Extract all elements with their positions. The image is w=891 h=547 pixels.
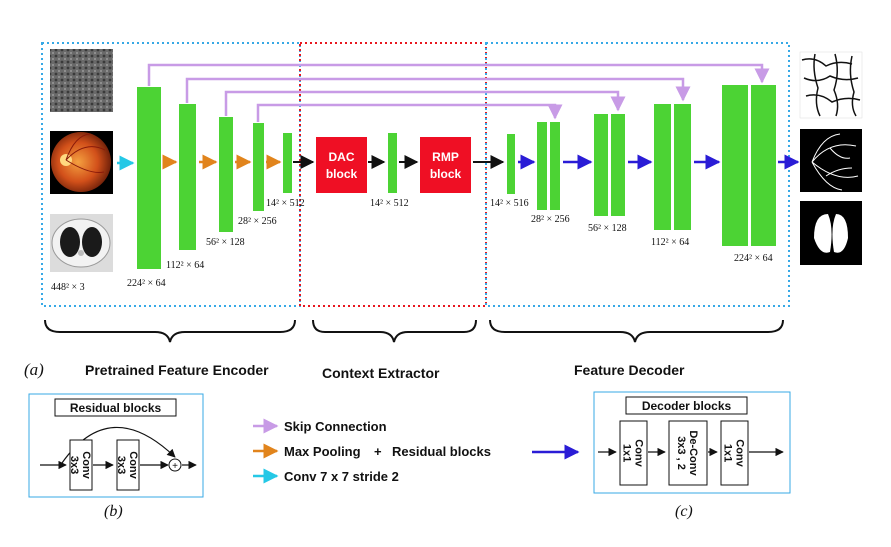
residual-conv2-line2: 3x3: [115, 456, 127, 474]
skip-connection-2: [185, 77, 691, 103]
residual-sum-node: [168, 458, 182, 472]
residual-sum-plus: +: [172, 461, 178, 472]
encoder-dim-4: 28² × 256: [238, 216, 277, 227]
decoder-box-deconv: [668, 420, 708, 486]
decoder-dim-5: 224² × 64: [734, 253, 773, 264]
dac-label-line1: DAC: [329, 150, 355, 164]
decoder-frame: [485, 42, 790, 307]
decoder-box-conv1-line2: 1x1: [621, 444, 633, 462]
skip-connection-1: [147, 63, 770, 86]
encoder-dim-3: 56² × 128: [206, 237, 245, 248]
residual-conv1: [69, 439, 93, 491]
dac-block: [316, 137, 367, 193]
decoder-box-conv2-line2: 1x1: [722, 444, 734, 462]
legend-residual-label: Residual blocks: [392, 444, 491, 459]
encoder-block-4: [253, 123, 264, 211]
decoder-block-3a: [594, 114, 608, 216]
legend-skip-label: Skip Connection: [284, 419, 387, 434]
context-title: Context Extractor: [322, 365, 440, 381]
output-images: [799, 51, 863, 265]
decoder-block-4b: [674, 104, 691, 230]
decoder-box-conv1: [619, 420, 648, 486]
residual-title-box: [54, 398, 177, 417]
panel-label-c: (c): [675, 503, 693, 520]
input-images: [50, 49, 113, 272]
encoder-dim-1: 224² × 64: [127, 278, 166, 289]
panel-label-a: (a): [24, 360, 44, 379]
residual-conv2-line1: Conv: [127, 451, 139, 479]
encoder-block-3: [219, 117, 233, 232]
legend-conv-label: Conv 7 x 7 stride 2: [284, 469, 399, 484]
decoder-box-conv2-line1: Conv: [734, 439, 746, 467]
decoder-block-2a: [537, 122, 547, 210]
skip-connection-4: [256, 103, 563, 122]
output-image-vessels: [800, 129, 862, 192]
decoder-title: Feature Decoder: [574, 362, 685, 378]
decoder-dim-3: 56² × 128: [588, 223, 627, 234]
decoder-box-deconv-line1: De-Conv: [687, 430, 699, 476]
context-brace: [312, 319, 477, 343]
decoder-brace: [489, 319, 784, 343]
encoder-block-2: [179, 104, 196, 250]
legend-plus: +: [374, 444, 382, 459]
decoder-block-2b: [550, 122, 560, 210]
decoder-panel: [593, 391, 791, 494]
decoder-title-box: [625, 396, 748, 415]
rmp-label-line2: block: [430, 167, 462, 181]
legend-maxpool-label: Max Pooling: [284, 444, 361, 459]
rmp-block: [420, 137, 471, 193]
skip-connections: [147, 63, 770, 122]
input-image-ct: [50, 214, 113, 272]
residual-conv2: [116, 439, 140, 491]
encoder-dim-5: 14² × 512: [266, 198, 305, 209]
input-image-retina: [50, 131, 113, 194]
decoder-box-conv2: [720, 420, 749, 486]
decoder-dim-4: 112² × 64: [651, 237, 689, 248]
decoder-block-3b: [611, 114, 625, 216]
encoder-block-1: [137, 87, 161, 269]
decoder-dim-2: 28² × 256: [531, 214, 570, 225]
decoder-box-title: Decoder blocks: [642, 399, 732, 413]
output-image-lung: [800, 201, 862, 265]
decoder-block-4a: [654, 104, 671, 230]
decoder-block-5b: [751, 85, 776, 246]
decoder-box-conv1-line1: Conv: [633, 439, 645, 467]
input-size-label: 448² × 3: [51, 282, 85, 293]
skip-connection-3: [224, 90, 626, 116]
encoder-frame: [41, 42, 301, 307]
output-image-em: [799, 51, 863, 119]
encoder-title: Pretrained Feature Encoder: [85, 362, 269, 378]
encoder-dim-2: 112² × 64: [166, 260, 204, 271]
residual-panel: [28, 393, 204, 498]
residual-conv1-line1: Conv: [80, 451, 92, 479]
decoder-dim-1: 14² × 516: [490, 198, 529, 209]
decoder-box-deconv-line2: 3x3 , 2: [675, 436, 687, 470]
context-mid-block: [388, 133, 397, 193]
residual-title: Residual blocks: [70, 401, 162, 415]
rmp-label-line1: RMP: [432, 150, 459, 164]
decoder-blocks: [507, 85, 776, 246]
panel-label-b: (b): [104, 503, 123, 520]
decoder-block-1: [507, 134, 515, 194]
context-mid-dim: 14² × 512: [370, 198, 409, 209]
context-frame: [299, 42, 487, 307]
residual-conv1-line2: 3x3: [68, 456, 80, 474]
encoder-brace: [44, 319, 296, 343]
dac-label-line2: block: [326, 167, 358, 181]
input-image-em: [50, 49, 113, 112]
decoder-block-5a: [722, 85, 748, 246]
encoder-block-5: [283, 133, 292, 193]
encoder-blocks: [137, 87, 292, 269]
